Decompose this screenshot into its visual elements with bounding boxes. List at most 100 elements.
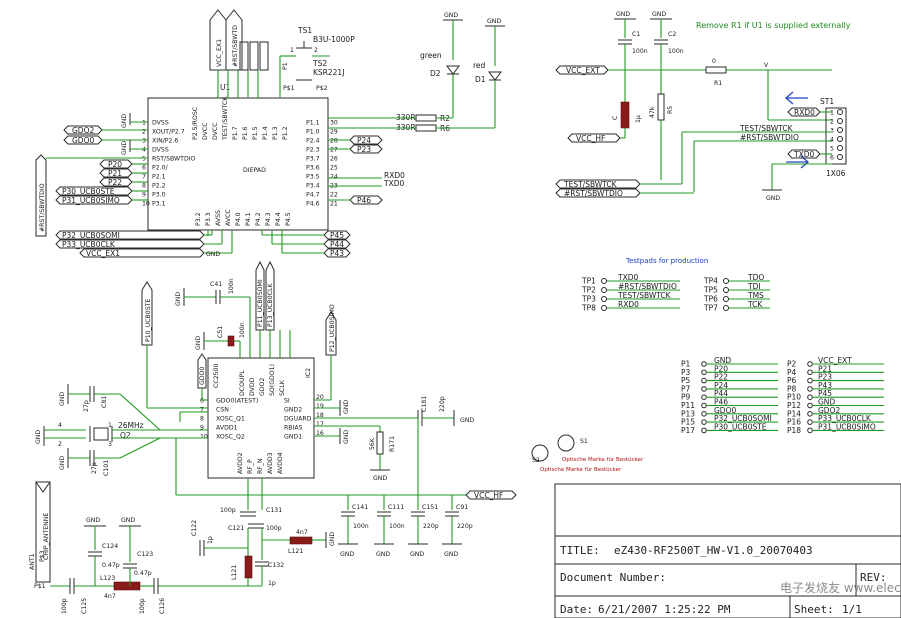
u1-pin-number: 21 (330, 201, 338, 208)
st1-ref: ST1 (820, 97, 834, 106)
ts2-pin-ps2: P$2 (316, 85, 328, 92)
u1-pin-label: P2.5/ROSC (192, 107, 199, 140)
l131-value: 4n7 (296, 529, 308, 536)
u1-pin-label: P2.3 (306, 147, 320, 154)
rev-label: REV: (860, 571, 887, 584)
c91-ref: C91 (456, 504, 468, 511)
st1-part: 1X06 (826, 169, 846, 178)
net-gdo0-label: GDO0 (72, 136, 94, 145)
u1-left-net-labels: GDO2 GDO0 P20 P21 P22 P30_UCB0STE P31_UC… (35, 125, 148, 237)
ic2-pin-number: 19 (316, 403, 324, 410)
pad-dot (807, 361, 813, 367)
net-p33-ucb0clk-label: P33_UCB0CLK (62, 240, 116, 249)
c122-ref: C122 (191, 520, 198, 536)
u1-gnd-2: GND (121, 141, 128, 155)
testpad-ref: TP5 (703, 286, 718, 295)
sheet-label: Sheet: (794, 603, 834, 616)
pad-net: P22 (714, 373, 728, 382)
u1-pin-number: 30 (330, 120, 338, 127)
c151-value: 220p (423, 523, 439, 530)
ic2-pin-number: 20 (316, 394, 324, 401)
ic2-pin-label: SO(GDO1) (269, 364, 276, 396)
pad-dot (701, 369, 707, 376)
net-p31-ucb0simo-label: P31_UCB0SIMO (62, 196, 120, 205)
u1-mcu: U1 DIEPAD DVSS1XOUT/P2.72XIN/P2.63DVSS4R… (142, 83, 338, 231)
c181-value: 220p (439, 396, 446, 412)
c-1u-value: 1µ (635, 115, 642, 123)
u1-pin-label: P3.5 (306, 174, 320, 181)
pad-ref: P10 (787, 393, 801, 402)
u1-pin-label: AVCC (225, 209, 232, 226)
gnd-c91: GND (444, 551, 458, 558)
pad-ref: P13 (681, 409, 695, 418)
pad-dot (807, 386, 813, 392)
ic2-pin-label: GDO0(ATEST) (216, 398, 258, 405)
pad-ref: P14 (787, 409, 801, 418)
pad-net: VCC_EXT (818, 356, 852, 365)
pad-ref: P18 (787, 426, 801, 435)
u1-pin-label: RST/SBWTDIO (152, 156, 196, 163)
pad-dot (807, 427, 813, 434)
c111-ref: C111 (388, 504, 404, 511)
u1-pin-label: XIN/P2.6 (152, 138, 178, 145)
testpad-ref: TP6 (703, 295, 718, 304)
c141-value: 100n (353, 523, 369, 530)
net-p12-ucb0simo: P12_UCB0SIMO (329, 304, 336, 352)
net-rst-sbwtd-top: #RST/SBWTD (232, 25, 239, 67)
pad-net: GND (714, 356, 731, 365)
gnd-c1: GND (616, 11, 630, 18)
testpad-net: TMS (747, 291, 764, 300)
pad-ref: P2 (787, 360, 797, 369)
ic2-top-nets: P10_UCB0STE P12_UCB0SIMO P11_UCB0SOMI P1… (141, 260, 337, 409)
u1-pin-label: P4.7 (306, 192, 320, 199)
pad-ref: P7 (681, 384, 691, 393)
c51-value: 100n (239, 322, 246, 338)
pad-dot (701, 419, 707, 425)
u1-pin-number: 27 (330, 147, 338, 154)
note-testpads: Testpads for production (625, 257, 708, 265)
net-p13-ucb0clk: P13_UCB0CLK (267, 283, 274, 327)
c124-ref: C124 (102, 543, 118, 550)
date-label: Date: (560, 603, 593, 616)
net-p23-label: P23 (357, 145, 371, 154)
pad-ref: P15 (681, 418, 695, 427)
u1-pin-label: P1.4 (262, 126, 269, 140)
pad-dot (807, 402, 813, 409)
u1-pin-label: P2.4 (306, 138, 320, 145)
q2-ref: Q2 (120, 431, 131, 440)
testpad-dot (601, 305, 607, 311)
ant1-pin1: P$1 (34, 583, 46, 590)
testpad-ref: TP1 (581, 277, 596, 286)
pad-net: P30_UCB0STE (714, 422, 767, 431)
r5-ref: R5 (667, 106, 674, 114)
net-p10-ucb0ste: P10_UCB0STE (145, 299, 152, 342)
c51-ref: C51 (217, 326, 224, 338)
gnd-c41: GND (175, 292, 182, 306)
u1-pin-label: P2.2 (152, 183, 166, 190)
u1-pin-label: P2.1 (152, 174, 166, 181)
c181-ref: C181 (421, 396, 428, 412)
net-p44-label: P44 (330, 240, 344, 249)
c2-value: 100n (668, 48, 684, 55)
r5-value: 47k (649, 106, 656, 118)
gnd-c111: GND (376, 551, 390, 558)
c111-value: 100n (389, 523, 405, 530)
c151-ref: C151 (422, 504, 438, 511)
note-optical-1: Optische Marke für Bestücker (562, 457, 644, 463)
ic2-pin-number: 6 (200, 398, 204, 405)
net-rst-sbwtdio-vertical: #RST/SBWTDIO (39, 183, 46, 232)
ts1-pin1: 1 (290, 47, 294, 54)
pad-dot (807, 377, 813, 384)
u1-pin-label: P1.5 (252, 126, 259, 140)
ic2-pin-label: AVDD2 (237, 452, 244, 474)
ic2-pin-number: 8 (200, 416, 204, 423)
c122-value: 1p (207, 536, 214, 544)
gnd-r171: GND (373, 475, 387, 482)
d2-color: green (420, 51, 442, 60)
st1-left-rst: #RST/SBWTDIO (564, 189, 623, 198)
testpad-dot (601, 296, 607, 302)
r171-ref: R171 (389, 436, 396, 452)
doc-number-label: Document Number: (560, 571, 666, 584)
testpad-net: TDO (747, 273, 764, 282)
